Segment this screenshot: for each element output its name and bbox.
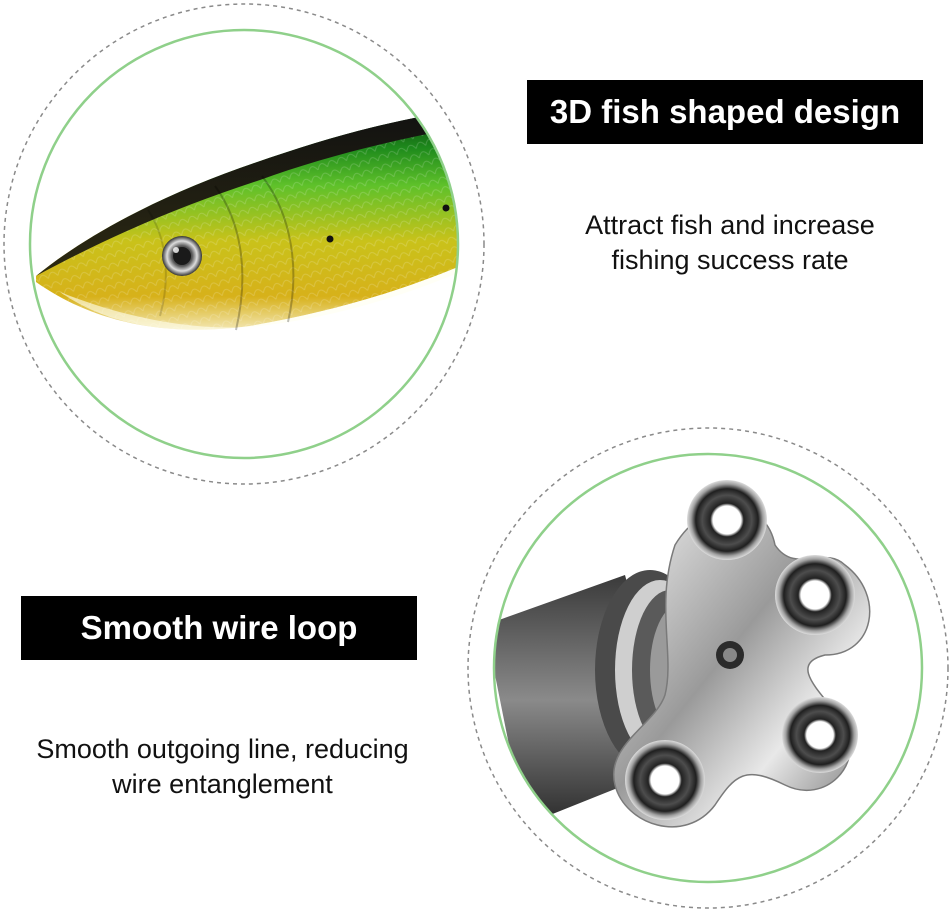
fish-design-description: Attract fish and increase fishing succes… — [530, 208, 930, 278]
fish-design-description-line: Attract fish and increase — [585, 210, 875, 240]
wire-loop-photo — [465, 425, 952, 911]
wire-loop-description-line: wire entanglement — [112, 769, 333, 799]
fish-lure-photo — [0, 0, 490, 490]
fish-design-description-line: fishing success rate — [611, 245, 849, 275]
fish-design-title-text: 3D fish shaped design — [549, 93, 901, 130]
fish-design-title: 3D fish shaped design — [527, 80, 923, 144]
wire-loop-title-text: Smooth wire loop — [80, 609, 358, 646]
wire-loop-description-line: Smooth outgoing line, reducing — [36, 734, 409, 764]
wire-loop-description: Smooth outgoing line, reducing wire enta… — [0, 732, 445, 802]
wire-loop-title: Smooth wire loop — [21, 596, 417, 660]
